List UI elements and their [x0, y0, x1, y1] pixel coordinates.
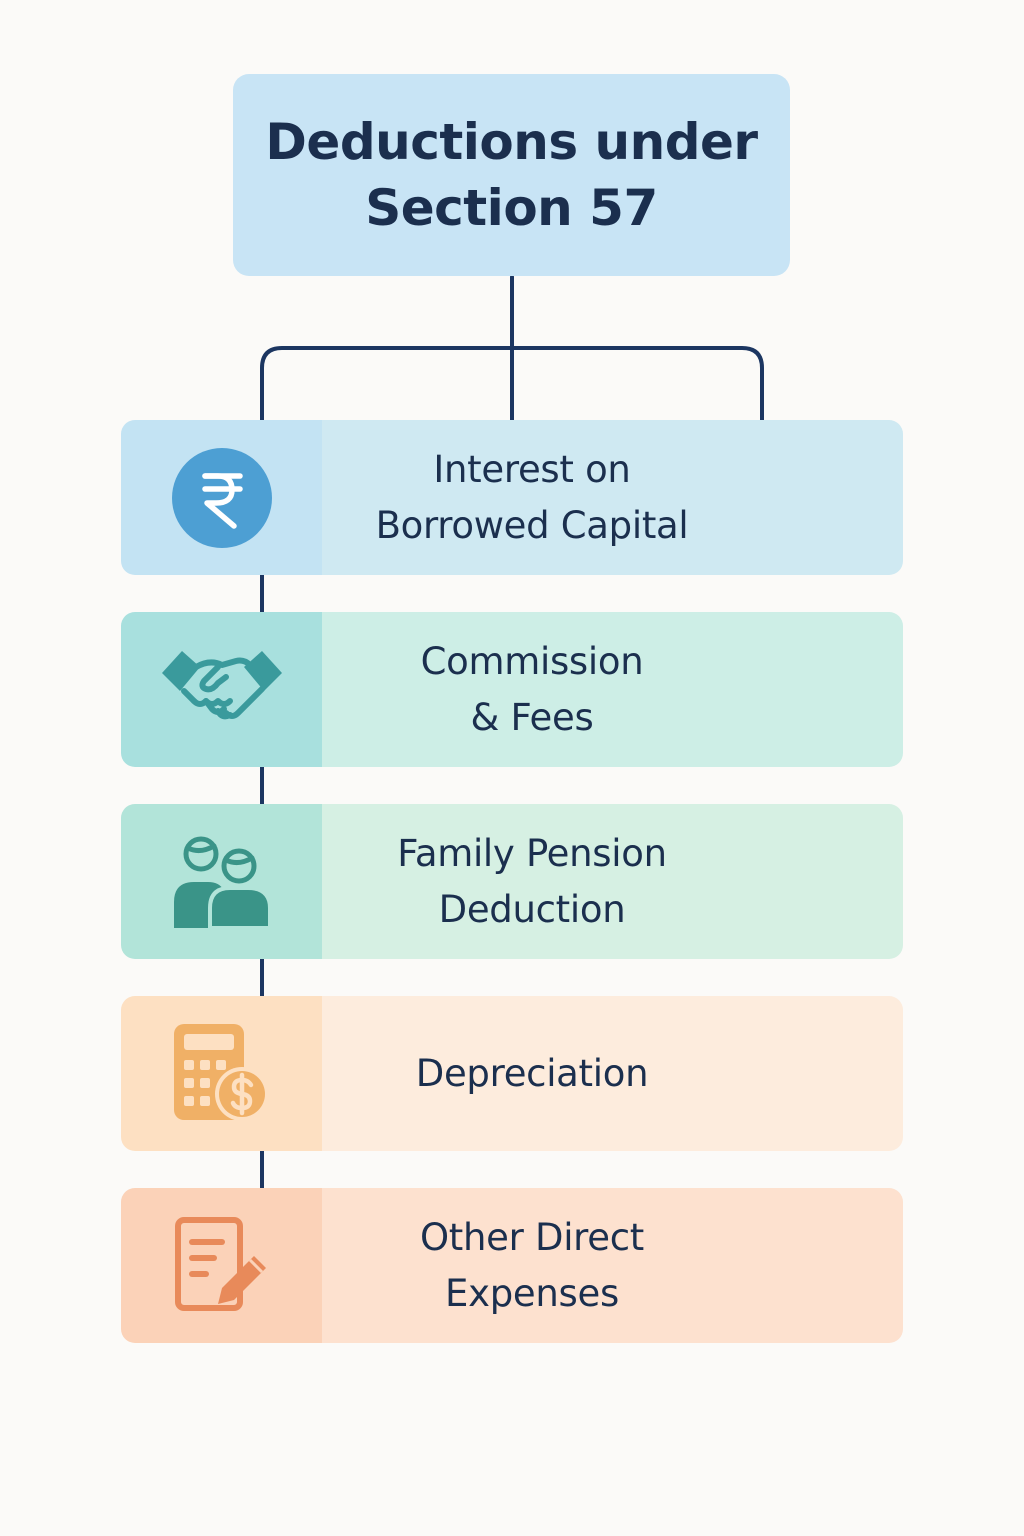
document-pencil-icon: [174, 1216, 266, 1311]
item-label-line-2: & Fees: [470, 695, 594, 739]
item-icon-cell: [121, 612, 322, 767]
diagram-title-line-2: Section 57: [365, 179, 658, 237]
item-depreciation: Depreciation: [121, 996, 903, 1151]
item-label-line-2: Expenses: [445, 1271, 619, 1315]
diagram-title: Deductions under Section 57: [265, 109, 758, 241]
item-icon-cell: [121, 804, 322, 959]
item-icon-cell: [121, 996, 322, 1151]
item-label-cell: Interest on Borrowed Capital: [322, 420, 903, 575]
item-icon-cell: [121, 420, 322, 575]
item-label: Commission & Fees: [322, 634, 742, 746]
item-icon-cell: [121, 1188, 322, 1343]
item-label-cell: Family Pension Deduction: [322, 804, 903, 959]
item-label-cell: Commission & Fees: [322, 612, 903, 767]
item-label-line-1: Other Direct: [419, 1215, 644, 1259]
item-label-line-2: Borrowed Capital: [375, 503, 689, 547]
item-interest-on-borrowed-capital: Interest on Borrowed Capital: [121, 420, 903, 575]
diagram-title-box: Deductions under Section 57: [233, 74, 790, 276]
branch-bracket-line: [260, 346, 764, 422]
handshake-icon: [161, 650, 282, 719]
item-label: Family Pension Deduction: [322, 826, 742, 938]
item-label: Interest on Borrowed Capital: [322, 442, 742, 554]
item-family-pension-deduction: Family Pension Deduction: [121, 804, 903, 959]
item-label: Depreciation: [322, 1046, 742, 1102]
diagram-title-line-1: Deductions under: [265, 113, 758, 171]
item-other-direct-expenses: Other Direct Expenses: [121, 1188, 903, 1343]
item-label: Other Direct Expenses: [322, 1210, 742, 1322]
item-label-line-1: Depreciation: [415, 1051, 649, 1095]
rupee-icon: [171, 447, 272, 548]
item-label-line-2: Deduction: [438, 887, 626, 931]
people-icon: [173, 836, 272, 930]
item-label-line-1: Interest on: [433, 447, 631, 491]
item-label-line-1: Commission: [420, 639, 644, 683]
calculator-dollar-icon: [173, 1023, 269, 1121]
item-label-cell: Other Direct Expenses: [322, 1188, 903, 1343]
item-commission-and-fees: Commission & Fees: [121, 612, 903, 767]
item-label-cell: Depreciation: [322, 996, 903, 1151]
item-label-line-1: Family Pension: [397, 831, 667, 875]
